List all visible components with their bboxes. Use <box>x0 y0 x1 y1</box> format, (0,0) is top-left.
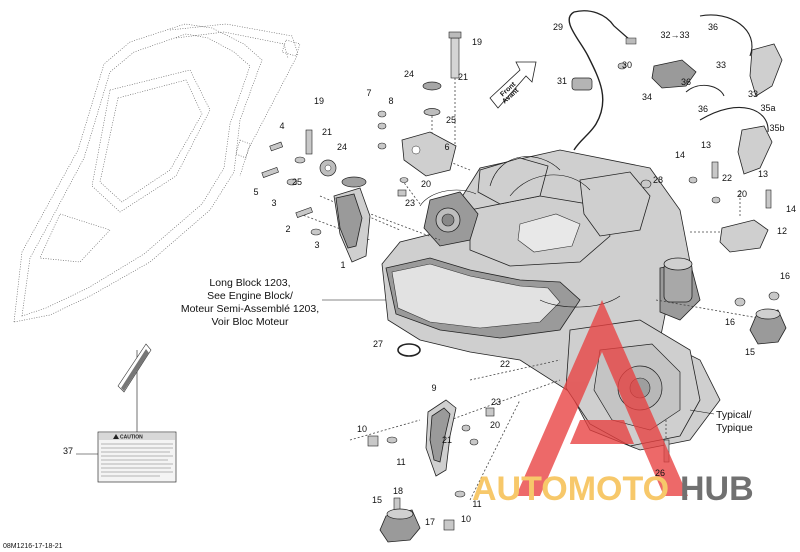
callout-3233-47: 32→33 <box>660 30 689 40</box>
callout-14-18: 14 <box>786 204 796 214</box>
callout-16-22: 16 <box>725 317 735 327</box>
callout-1-0: 1 <box>340 260 345 270</box>
long-block-line-2: See Engine Block/ <box>207 290 293 302</box>
callout-7-7: 7 <box>366 88 371 98</box>
rubber-engine-mounts <box>379 308 787 543</box>
callout-11-13: 11 <box>472 499 481 509</box>
callout-35b-52: 35b <box>769 123 784 133</box>
callout-2-1: 2 <box>285 224 290 234</box>
callout-9-9: 9 <box>431 383 436 393</box>
callout-24-38: 24 <box>404 69 414 79</box>
lower-engine-bracket <box>425 399 457 477</box>
callout-33-48: 33 <box>716 60 726 70</box>
part-callouts: 1233456789101011111213131414151516161718… <box>63 22 796 527</box>
callout-25-40: 25 <box>446 115 456 125</box>
callout-37-56: 37 <box>63 446 73 456</box>
callout-4-4: 4 <box>279 121 284 131</box>
hardware-fasteners <box>261 62 780 531</box>
watermark-text-right: HUB <box>680 470 754 508</box>
callout-17-23: 17 <box>425 517 435 527</box>
callout-36-54: 36 <box>681 77 691 87</box>
callout-6-6: 6 <box>444 142 449 152</box>
callout-23-36: 23 <box>491 397 501 407</box>
typical-line-1: Typical/ <box>716 409 752 421</box>
callout-15-19: 15 <box>745 347 755 357</box>
callout-15-20: 15 <box>372 495 382 505</box>
callout-22-33: 22 <box>722 173 732 183</box>
callout-20-27: 20 <box>421 179 431 189</box>
callout-36-53: 36 <box>708 22 718 32</box>
typical-line-2: Typique <box>716 422 753 434</box>
callout-23-35: 23 <box>405 198 415 208</box>
sensor-brackets <box>651 14 783 175</box>
body-panel-outline <box>13 23 301 323</box>
engine-assembly <box>381 149 721 451</box>
callout-21-30: 21 <box>322 127 332 137</box>
callout-27-42: 27 <box>373 339 383 349</box>
callout-18-24: 18 <box>393 486 403 496</box>
callout-13-15: 13 <box>701 140 711 150</box>
automotohub-watermark: AUTOMOTO HUB <box>472 300 754 508</box>
callout-11-12: 11 <box>396 457 405 467</box>
callout-21-32: 21 <box>442 435 452 445</box>
callout-14-17: 14 <box>675 150 685 160</box>
callout-30-45: 30 <box>622 60 632 70</box>
callout-26-41: 26 <box>655 468 665 478</box>
callout-21-31: 21 <box>458 72 468 82</box>
front-direction-arrow: Front Avant <box>489 61 537 109</box>
callout-13-16: 13 <box>758 169 768 179</box>
callout-28-43: 28 <box>653 175 663 185</box>
long-block-line-3: Moteur Semi-Assemblé 1203, <box>181 303 319 315</box>
callout-31-46: 31 <box>557 76 567 86</box>
engine-bracket-right <box>719 219 769 253</box>
callout-10-11: 10 <box>461 514 471 524</box>
callout-34-50: 34 <box>642 92 652 102</box>
long-block-line-1: Long Block 1203, <box>209 277 290 289</box>
watermark-triangle-logo <box>516 300 688 496</box>
callout-29-44: 29 <box>553 22 563 32</box>
oxygen-sensor-harness <box>568 10 637 151</box>
callout-19-25: 19 <box>314 96 324 106</box>
callout-5-5: 5 <box>253 187 258 197</box>
upper-engine-bracket <box>401 31 462 177</box>
long-block-note: Long Block 1203, See Engine Block/ Moteu… <box>181 277 386 328</box>
caution-title: CAUTION <box>120 435 143 441</box>
callout-16-21: 16 <box>780 271 790 281</box>
callout-19-26: 19 <box>472 37 482 47</box>
typical-note: Typical/ Typique <box>689 409 753 434</box>
callout-3-3: 3 <box>314 240 319 250</box>
callout-24-37: 24 <box>337 142 347 152</box>
callout-20-28: 20 <box>737 189 747 199</box>
hose-clamp <box>397 343 421 357</box>
callout-35a-51: 35a <box>760 103 775 113</box>
callout-36-55: 36 <box>698 104 708 114</box>
callout-3-2: 3 <box>271 198 276 208</box>
callout-8-8: 8 <box>388 96 393 106</box>
callout-25-39: 25 <box>292 177 302 187</box>
caution-decal: CAUTION <box>76 343 177 483</box>
callout-20-29: 20 <box>490 420 500 430</box>
callout-12-14: 12 <box>777 226 787 236</box>
callout-22-34: 22 <box>500 359 510 369</box>
long-block-line-4: Voir Bloc Moteur <box>211 316 289 328</box>
watermark-text-left: AUTOMOTO <box>472 470 669 508</box>
callout-10-10: 10 <box>357 424 367 434</box>
engine-mount-bracket-left <box>319 159 371 263</box>
callout-33-49: 33 <box>748 89 758 99</box>
diagram-reference-number: 08M1216-17-18-21 <box>3 543 63 550</box>
